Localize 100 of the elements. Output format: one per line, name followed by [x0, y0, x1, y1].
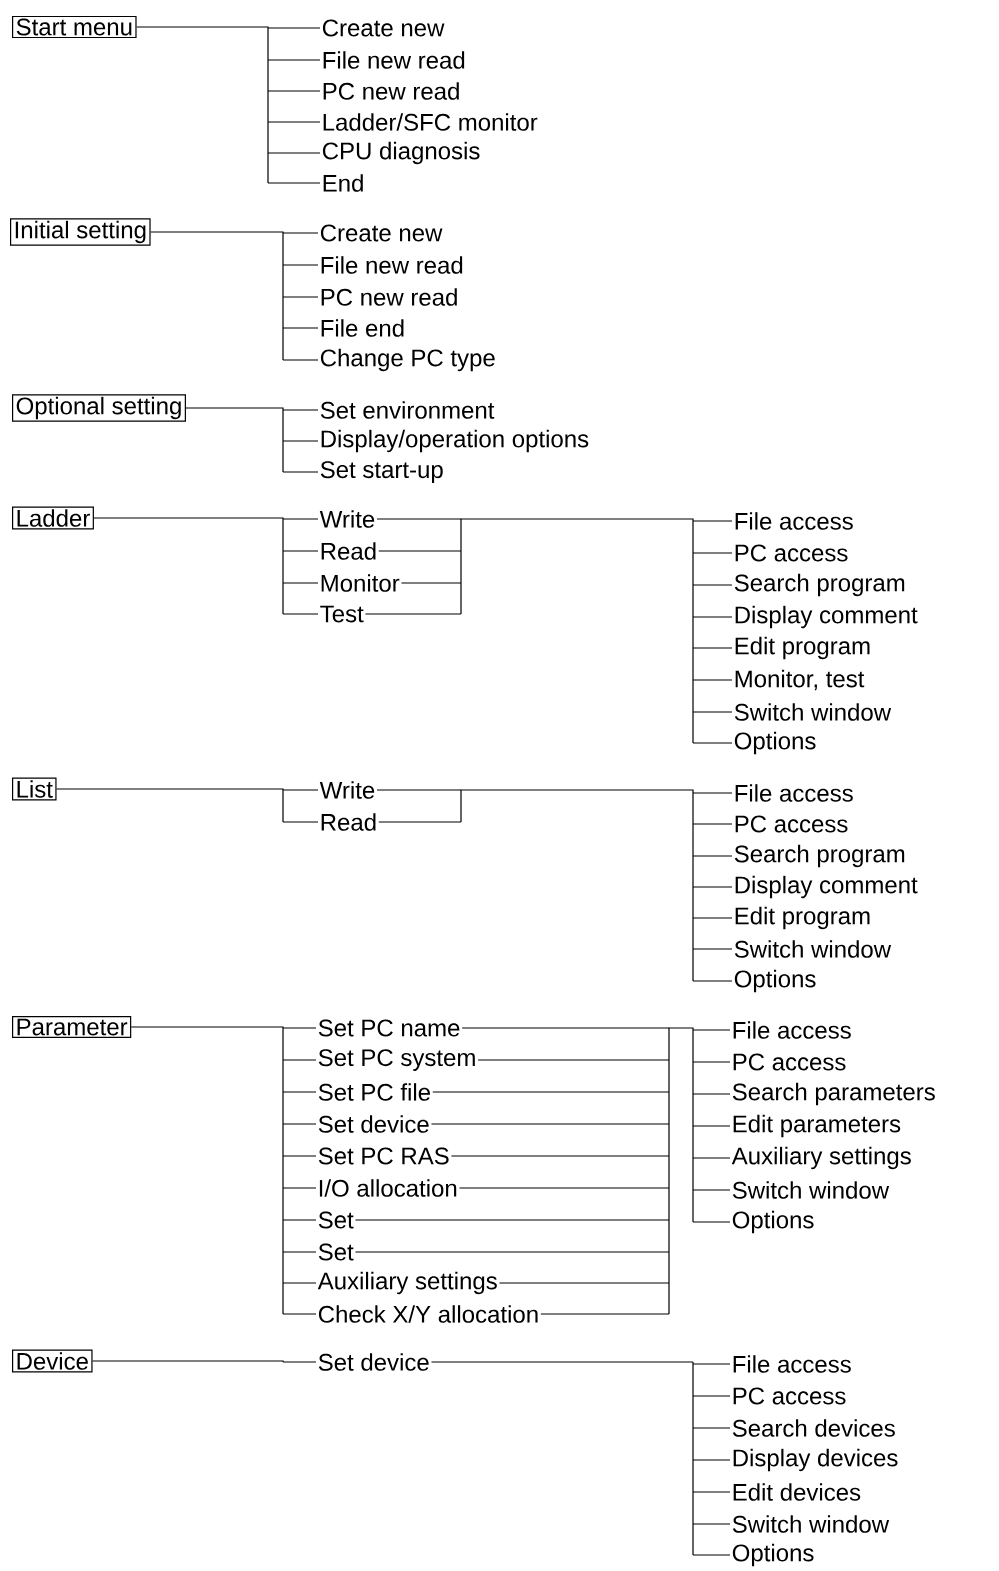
connector-line [692, 552, 733, 554]
menu-item: Switch window [732, 1181, 890, 1199]
connector-line [282, 327, 319, 329]
connector-line [460, 789, 694, 982]
menu-item: Options [732, 1210, 814, 1234]
connector-line [692, 616, 733, 618]
connector-line [55, 788, 284, 823]
connector-line [477, 1059, 670, 1061]
heading-box: Start menu [12, 15, 137, 39]
connector-line [267, 152, 321, 154]
connector-line [267, 27, 321, 29]
menu-item: Search program [734, 573, 905, 597]
menu-item: Display/operation options [321, 429, 589, 453]
menu-item: Write [319, 781, 375, 799]
menu-item: Set device [318, 1115, 429, 1133]
connector-line [668, 1027, 694, 1315]
menu-item: Search devices [732, 1419, 895, 1437]
menu-item: Change PC type [320, 348, 495, 372]
connector-line [400, 582, 462, 584]
menu-item: Set PC system [318, 1049, 475, 1071]
connector-line [282, 409, 319, 411]
menu-item: Search program [734, 844, 905, 868]
connector-line [282, 359, 319, 361]
connector-line [282, 518, 319, 520]
connector-line [185, 407, 284, 473]
connector-line [376, 789, 462, 791]
connector-line [692, 1427, 731, 1429]
connector-line [692, 980, 733, 982]
connector-line [282, 550, 319, 552]
menu-item: PC new read [323, 82, 459, 100]
heading-box: Initial setting [10, 218, 151, 246]
menu-item: Search parameters [732, 1082, 935, 1106]
menu-item: Edit program [735, 636, 870, 660]
connector-line [282, 613, 319, 615]
connector-line [692, 1395, 731, 1397]
connector-line [692, 647, 733, 649]
menu-item: File access [733, 1021, 851, 1039]
heading-box: Ladder [12, 506, 94, 530]
connector-line [692, 520, 733, 522]
menu-item: Read [321, 542, 376, 560]
menu-item: File new read [323, 51, 465, 69]
connector-line [460, 518, 694, 744]
menu-item: Options [734, 731, 816, 755]
connector-line [692, 1361, 694, 1556]
menu-item: Create new [320, 224, 443, 242]
menu-item: File end [321, 319, 404, 337]
connector-line [282, 582, 319, 584]
menu-item: Test [320, 605, 364, 623]
menu-item: Set [318, 1243, 354, 1261]
connector-line [692, 917, 733, 919]
menu-item: PC access [733, 1387, 846, 1405]
menu-item: Switch window [732, 1515, 890, 1533]
menu-item: Set environment [320, 401, 495, 419]
menu-item: Set start-up [320, 461, 443, 483]
connector-line [692, 1189, 731, 1191]
connector-line [692, 886, 733, 888]
menu-item: File access [735, 784, 853, 802]
heading-box: Optional setting [12, 394, 186, 422]
connector-line [692, 1029, 731, 1031]
connector-line [364, 613, 462, 615]
heading-box: List [12, 777, 57, 801]
menu-item: Auxiliary settings [317, 1271, 497, 1295]
connector-line [282, 1282, 317, 1284]
menu-item: PC access [735, 815, 848, 833]
menu-item: Edit program [735, 906, 870, 930]
menu-item: Write [319, 510, 375, 528]
connector-line [692, 792, 733, 794]
connector-line [282, 1155, 317, 1157]
menu-item: Display comment [735, 605, 918, 629]
connector-line [282, 789, 319, 791]
heading-box: Parameter [12, 1016, 132, 1038]
connector-line [430, 1361, 694, 1363]
menu-item: Create new [322, 19, 445, 37]
menu-item: File new read [321, 256, 463, 274]
connector-line [692, 1061, 731, 1063]
connector-line [692, 1221, 731, 1223]
menu-item: Monitor, test [735, 669, 865, 691]
connector-line [354, 1251, 670, 1253]
menu-item: Display comment [735, 875, 918, 899]
connector-line [692, 1491, 731, 1493]
connector-line [378, 821, 462, 823]
connector-line [282, 821, 319, 823]
connector-line [432, 1091, 670, 1093]
connector-line [692, 823, 733, 825]
connector-line [282, 264, 319, 266]
connector-line [692, 679, 733, 681]
connector-line [692, 711, 733, 713]
connector-line [282, 471, 319, 473]
connector-line [354, 1219, 670, 1221]
connector-line [267, 121, 321, 123]
connector-line [282, 440, 319, 442]
connector-line [692, 1554, 731, 1556]
menu-item: Auxiliary settings [731, 1146, 911, 1170]
connector-line [692, 1459, 731, 1461]
menu-item: Set PC RAS [318, 1147, 449, 1165]
menu-item: Monitor [321, 574, 400, 592]
connector-line [692, 584, 733, 586]
connector-line [692, 1093, 731, 1095]
connector-line [450, 1155, 670, 1157]
connector-line [93, 517, 284, 615]
